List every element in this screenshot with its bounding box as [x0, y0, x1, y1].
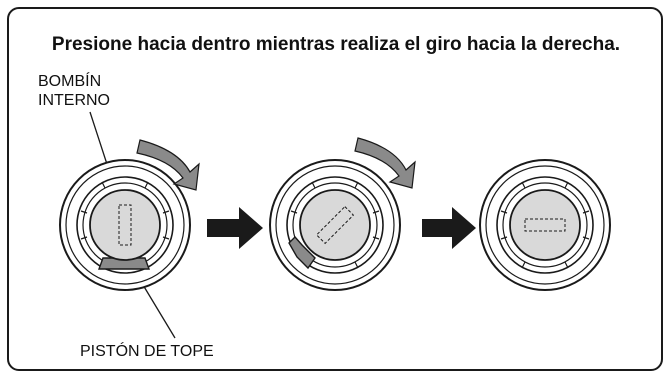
housing-spokes [500, 181, 590, 269]
instruction-title: Presione hacia dentro mientras realiza e… [51, 34, 621, 55]
inner-cylinder-label: BOMBÍN INTERNO [38, 72, 110, 110]
housing-ring-inner [292, 182, 378, 268]
step-arrow-2 [422, 207, 476, 249]
inner-cylinder [89, 189, 161, 261]
diagram-frame [7, 7, 663, 371]
inner-cylinder [299, 189, 371, 261]
outer-ring-inner [275, 165, 395, 285]
stopper-piston-label: PISTÓN DE TOPE [80, 343, 214, 360]
inner-cylinder-label-line1: BOMBÍN [38, 73, 102, 90]
step-arrow-1 [207, 207, 263, 249]
lock-step-2 [269, 159, 401, 291]
outer-ring-inner [65, 165, 185, 285]
housing-ring-inner [502, 182, 588, 268]
lock-step-1 [59, 159, 191, 291]
housing-spokes [290, 181, 380, 269]
inner-cylinder [509, 189, 581, 261]
stopper-piston [288, 235, 316, 270]
rotation-arrow-1 [136, 139, 200, 191]
lock-step-3 [479, 159, 611, 291]
inner-cylinder-label-line2: INTERNO [38, 92, 110, 109]
rotation-arrow-2 [354, 137, 416, 189]
outer-ring-inner [485, 165, 605, 285]
key-slot-vertical [118, 204, 132, 246]
key-slot-horizontal [524, 218, 566, 232]
